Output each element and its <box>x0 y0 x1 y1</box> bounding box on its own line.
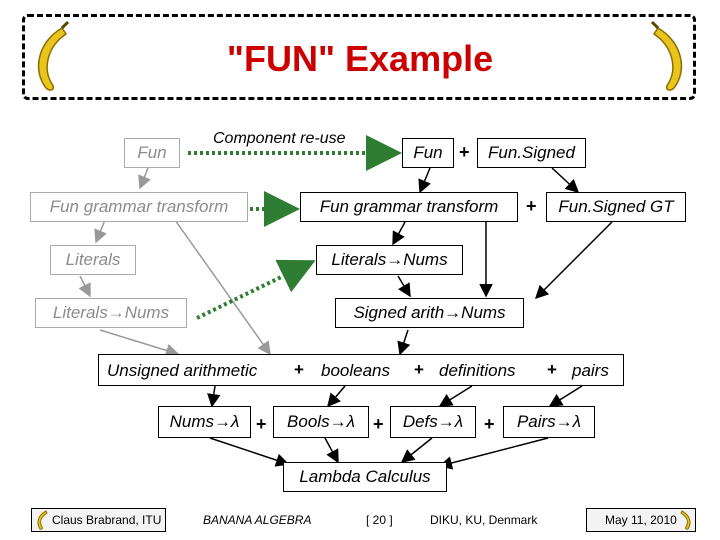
arrow-booleans-to-bools <box>327 385 346 408</box>
arrow-bools-to-lambda <box>324 437 339 464</box>
footer-author-box: Claus Brabrand, ITU <box>31 508 166 532</box>
arrow-gt-to-signed-arith <box>534 221 613 300</box>
plus-sign: + <box>373 414 384 434</box>
arrow-grammar-to-literals <box>94 219 107 244</box>
footer-banana-left-icon <box>37 510 48 530</box>
pairs-label: pairs <box>572 361 609 380</box>
title-frame <box>22 14 696 100</box>
banana-right-icon <box>650 20 683 91</box>
banana-left-icon <box>37 20 70 91</box>
booleans-label: booleans <box>321 361 391 380</box>
arrow-literals-to-literals-nums <box>78 275 91 298</box>
page-title: "FUN" Example <box>226 38 494 79</box>
arrow-signed-to-booleans <box>397 329 411 356</box>
bools-lambda-box: Bools→λ <box>273 406 369 438</box>
arrow-fun-to-grammar-right <box>418 167 431 194</box>
arrow-fun-to-grammar <box>138 167 151 190</box>
arrow-grammar-to-literals-nums <box>392 221 406 246</box>
pairs-lambda-box: Pairs→λ <box>503 406 595 438</box>
footer-topic: BANANA ALGEBRA <box>203 513 312 527</box>
component-reuse-label: Component re-use <box>213 130 346 147</box>
right-fun-box: Fun <box>402 138 454 168</box>
arrow-pairs-to-pairs <box>548 385 583 407</box>
plus-sign: + <box>547 360 557 379</box>
plus-sign: + <box>256 414 267 434</box>
lambda-calculus-box: Lambda Calculus <box>283 462 447 492</box>
left-literals-box: Literals <box>50 245 136 275</box>
reuse-arrow-literals-nums <box>196 259 316 320</box>
arrow-nums-to-lambda <box>209 437 290 467</box>
plus-sign: + <box>414 360 424 379</box>
plus-sign: + <box>526 196 537 216</box>
left-fun-box: Fun <box>124 138 180 168</box>
defs-lambda-box: Defs→λ <box>390 406 476 438</box>
plus-sign: + <box>459 142 470 162</box>
right-signed-gt-box: Fun.Signed GT <box>546 192 686 222</box>
right-grammar-box: Fun grammar transform <box>300 192 518 222</box>
arrow-literals-nums-to-unsigned <box>99 329 180 357</box>
arrow-literals-nums-to-signed <box>397 275 411 298</box>
footer-author: Claus Brabrand, ITU <box>52 513 162 527</box>
footer-date-box: May 11, 2010 <box>586 508 696 532</box>
arrow-grammar-to-unsigned <box>174 219 271 356</box>
arrow-defs-to-lambda <box>400 437 433 463</box>
signed-arith-nums-box: Signed arith→Nums <box>335 298 524 328</box>
plus-sign: + <box>294 360 304 379</box>
footer-page-number: [ 20 ] <box>366 513 393 527</box>
middle-row-box: Unsigned arithmetic + booleans + definit… <box>98 354 624 386</box>
right-fun-signed-box: Fun.Signed <box>477 138 586 168</box>
footer-affiliation: DIKU, KU, Denmark <box>430 513 538 527</box>
plus-sign: + <box>484 414 495 434</box>
right-literals-nums-box: Literals→Nums <box>316 245 463 275</box>
left-literals-nums-box: Literals→Nums <box>35 298 187 328</box>
footer-date: May 11, 2010 <box>605 513 677 527</box>
arrow-pairs-to-lambda <box>438 437 549 470</box>
unsigned-arithmetic-label: Unsigned arithmetic <box>107 361 258 380</box>
definitions-label: definitions <box>439 361 516 380</box>
nums-lambda-box: Nums→λ <box>158 406 251 438</box>
arrow-definitions-to-defs <box>438 385 473 407</box>
left-grammar-box: Fun grammar transform <box>30 192 248 222</box>
arrow-unsigned-to-nums <box>207 385 221 408</box>
arrow-signed-to-gt <box>551 167 580 194</box>
footer-banana-right-icon <box>680 510 691 530</box>
